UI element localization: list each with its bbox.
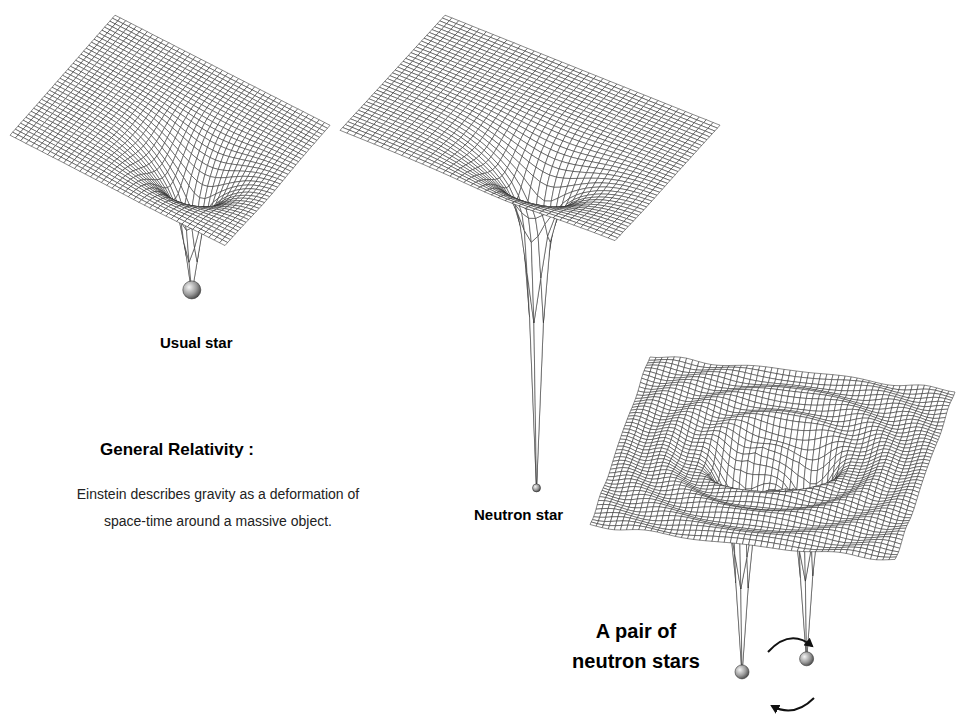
mesh-group [10,15,955,675]
spacetime-mesh [10,15,330,293]
